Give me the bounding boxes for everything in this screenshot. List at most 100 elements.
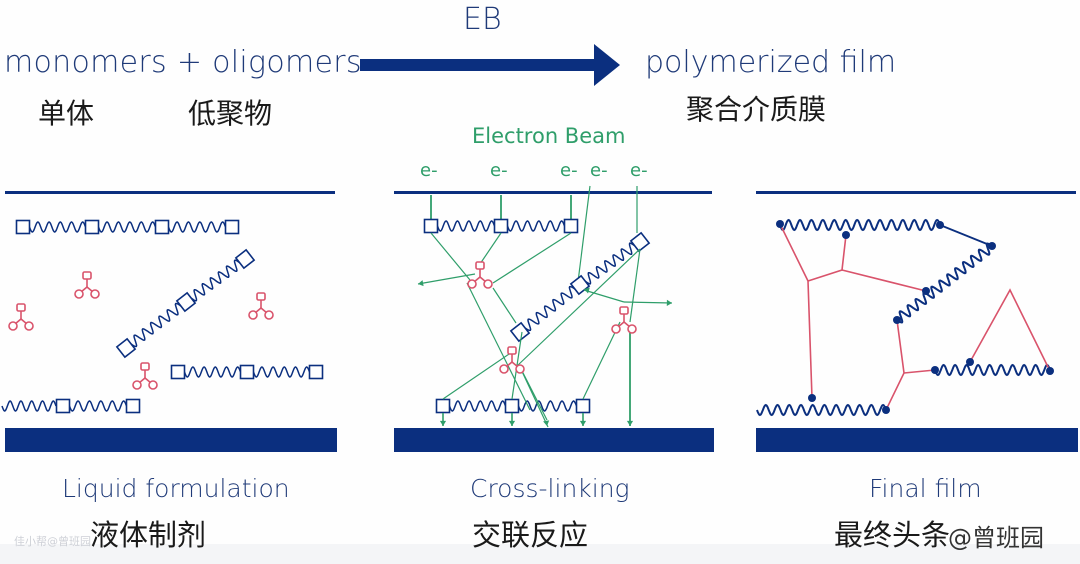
beam-path [583,289,625,303]
oligomer-spring [130,302,182,348]
oligomer-unit-square [224,219,240,235]
oligomer-spring [183,366,242,378]
beam-path [466,282,531,411]
input-label: monomers + oligomers [4,45,362,80]
oligomer-spring [167,221,227,233]
oligomer-spring [506,220,566,232]
output-label: polymerized film [645,45,897,80]
crosslink-node [842,231,850,239]
oligomer-spring [584,242,636,285]
oligomer-spring [252,366,311,378]
oligomer-unit-square [575,398,591,414]
oligomer-unit-square [423,218,439,234]
panel-top-line [5,191,335,194]
beam-arrowhead [439,420,447,426]
beam-path [577,185,591,283]
electron-label: e- [490,160,508,181]
panel-label-final: Final film [869,474,982,503]
polymer-chain [756,403,887,417]
crosslink-node [988,242,996,250]
oligomer-unit-square [308,364,324,380]
crosslink-node [808,394,816,402]
oligomer-unit-square [493,218,509,234]
beam-path [516,248,641,367]
oligomer-unit-square [175,291,197,313]
process-label: EB [463,2,502,37]
beam-path [629,248,641,323]
electron-label: e- [630,160,648,181]
monomer-circle [74,289,84,299]
beam-path [492,232,572,284]
crosslink-bond [903,369,936,374]
watermark-bottom-left: 佳小帮@曾班园 [14,535,91,548]
crosslink-node [936,221,944,229]
monomer-circle [264,310,274,320]
panel-top-line [394,191,712,194]
electron-label: e- [590,160,608,181]
oligomer-spring [517,400,578,412]
beam-arrowhead [626,420,634,426]
crosslink-bond [841,269,927,292]
polymer-chain [779,218,941,232]
crosslink-bond [969,288,1051,372]
crosslink-bond [885,319,905,411]
crosslink-node [922,287,930,295]
monomer-circle [148,380,158,390]
monomer-head [475,261,485,270]
oligomer-unit-square [629,231,651,253]
crosslink-node [966,358,974,366]
oligomer-unit-square [84,219,100,235]
monomer-circle [90,289,100,299]
panel-label-crosslink: Cross-linking [470,474,630,503]
monomer-circle [483,279,493,289]
monomer-circle [499,364,509,374]
oligomer-unit-square [55,398,71,414]
electron-beam-label: Electron Beam [472,124,626,148]
panel-label-final-zh: 最终头条 [834,518,951,552]
polymer-link [939,224,993,247]
crosslink-node [931,366,939,374]
monomer-circle [627,324,637,334]
oligomer-spring [190,259,241,302]
beam-path [518,364,548,421]
beam-path [479,232,502,265]
oligomer-spring [448,400,507,412]
process-arrow-shaft [360,59,596,71]
oligomer-unit-square [154,219,170,235]
oligomer-unit-square [504,398,520,414]
substrate-bar [5,428,337,452]
monomer-head [82,271,92,280]
monomer-head [140,362,150,371]
beam-path [492,287,517,324]
panel-top-line [756,191,1076,194]
oligomer-unit-square [509,321,531,343]
oligomer-unit-square [563,218,579,234]
oligomer-spring [68,400,128,412]
monomer-head [16,303,26,312]
oligomer-unit-square [125,398,141,414]
oligomer-unit-square [435,398,451,414]
oligomer-spring [97,221,157,233]
crosslink-node [776,220,784,228]
crosslink-bond [807,234,847,282]
beam-path [582,321,621,400]
input-monomer-zh: 单体 [38,97,95,130]
output-zh: 聚合介质膜 [686,93,827,126]
oligomer-spring [524,285,576,332]
oligomer-unit-square [239,364,255,380]
monomer-circle [515,364,525,374]
crosslink-bond [779,223,813,399]
electron-label: e- [420,160,438,181]
monomer-circle [248,310,258,320]
monomer-circle [467,279,477,289]
beam-arrowhead [666,299,672,306]
polymer-chain [934,363,1051,377]
beam-arrowhead [508,420,516,426]
monomer-circle [8,321,18,331]
beam-arrow [623,301,673,304]
beam-arrowhead [543,420,550,426]
oligomer-spring [28,221,87,233]
crosslink-node [882,406,890,414]
panel-label-liquid: Liquid formulation [62,474,290,503]
